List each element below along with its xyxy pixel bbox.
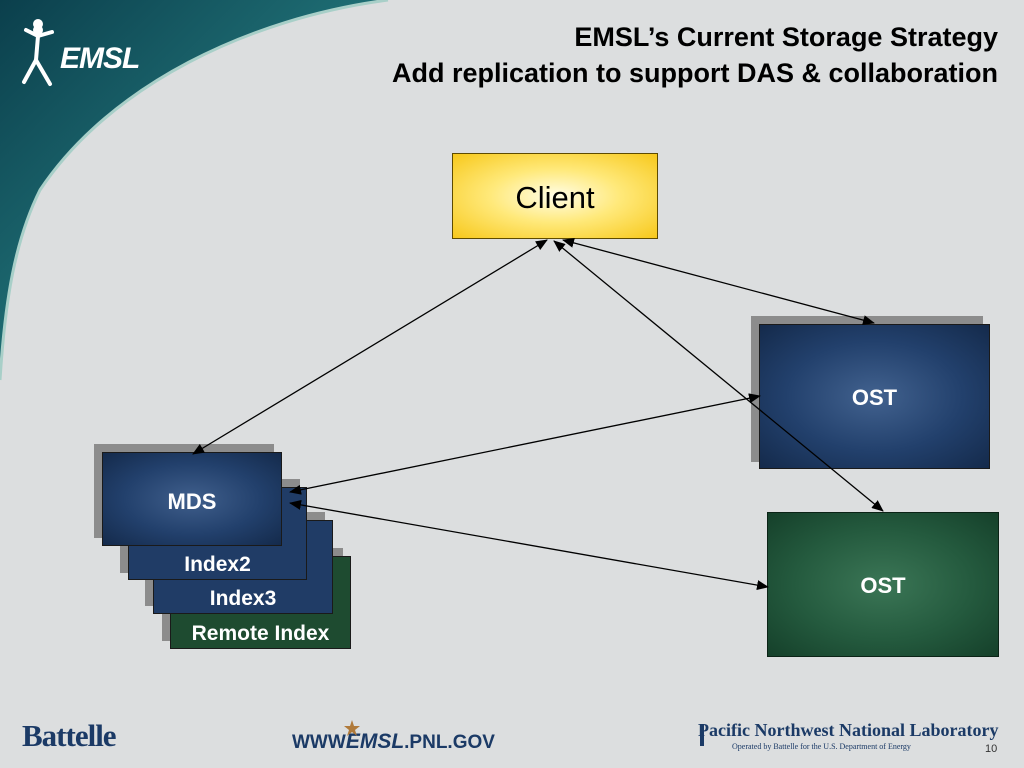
mds-box: MDS — [102, 452, 282, 546]
ost-bottom-box: OST — [767, 512, 999, 657]
index3-label: Index3 — [209, 587, 277, 610]
slide-title-line1: EMSL’s Current Storage Strategy — [574, 22, 998, 52]
mds-label: MDS — [167, 489, 217, 514]
client-box: Client — [452, 153, 658, 239]
pnnl-logo-subtitle: Operated by Battelle for the U.S. Depart… — [732, 742, 911, 751]
emsl-logo-text: EMSL — [60, 42, 140, 75]
battelle-logo: Battelle — [22, 718, 117, 753]
index2-label: Index2 — [184, 553, 251, 576]
remote-index-label: Remote Index — [191, 622, 330, 645]
arrow-mds-ost-bottom — [289, 499, 769, 591]
arrow-client-ost-bottom — [553, 240, 884, 512]
arrow-client-mds — [192, 239, 548, 455]
client-label: Client — [515, 180, 595, 215]
arrow-mds-ost-top — [289, 393, 761, 495]
pnnl-logo-name: Pacific Northwest National Laboratory — [698, 720, 999, 740]
emsl-website-url: WWWEMSL.PNL.GOV — [292, 730, 495, 754]
www-suffix: .PNL.GOV — [404, 732, 495, 753]
www-prefix: WWW — [292, 732, 346, 753]
ost-bottom-label: OST — [860, 573, 906, 598]
slide-title-line2: Add replication to support DAS & collabo… — [391, 58, 998, 88]
www-emsl: EMSL — [345, 730, 405, 753]
page-number: 10 — [985, 743, 998, 755]
